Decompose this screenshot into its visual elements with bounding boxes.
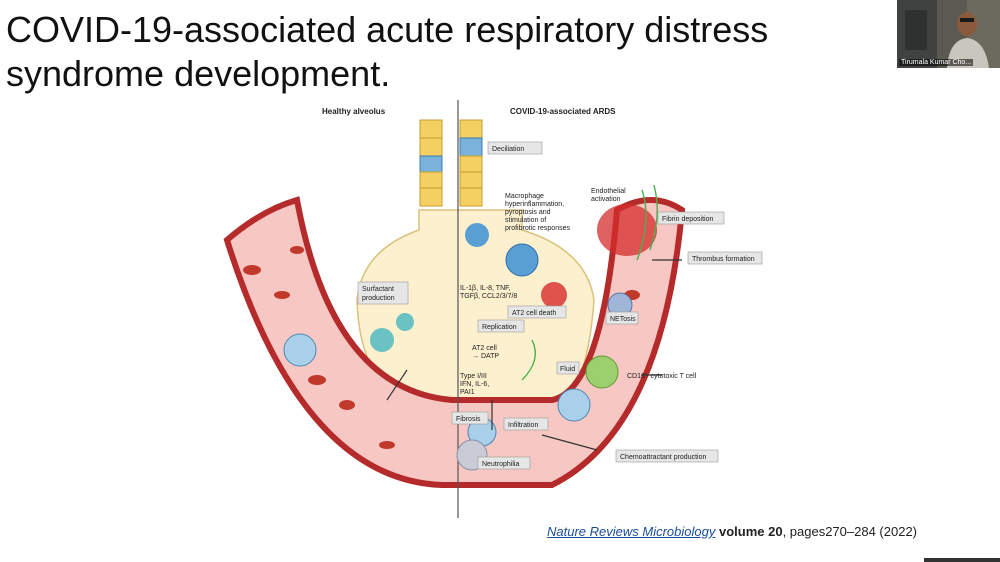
red-blood-cells [243, 246, 640, 449]
label-macrophage-2: hyperinflammation, [505, 201, 564, 208]
slide-title: COVID-19-associated acute respiratory di… [6, 8, 768, 96]
label-typeifn-1: Type I/III [460, 373, 487, 380]
label-netosis: NETosis [610, 316, 636, 323]
ards-diagram: Healthy alveolus COVID-19-associated ARD… [222, 100, 770, 518]
slide-title-line-2: syndrome development. [6, 53, 391, 94]
citation: Nature Reviews Microbiology volume 20, p… [547, 524, 917, 539]
label-endothelial-1: Endothelial [591, 188, 626, 195]
thrombus [597, 204, 657, 256]
label-at2-cell-1: AT2 cell [472, 345, 497, 352]
label-macrophage-4: stimulation of [505, 217, 546, 224]
label-macrophage-3: pyroptosis and [505, 209, 551, 216]
label-deciliation: Deciliation [492, 146, 524, 153]
label-infiltration: Infiltration [508, 422, 538, 429]
journal-link[interactable]: Nature Reviews Microbiology [547, 524, 716, 539]
label-surfactant-2: production [362, 295, 395, 302]
label-fibrin: Fibrin deposition [662, 216, 713, 223]
label-surfactant-1: Surfactant [362, 286, 394, 293]
ards-diagram-svg: Healthy alveolus COVID-19-associated ARD… [223, 100, 763, 518]
label-healthy-title: Healthy alveolus [322, 107, 386, 116]
label-at2-death: AT2 cell death [512, 310, 556, 317]
label-ards-title: COVID-19-associated ARDS [510, 107, 616, 116]
label-at2-cell-2: → DATP [472, 353, 499, 360]
participant-video-tile[interactable]: Tirumala Kumar Cho... [897, 0, 1000, 68]
label-macrophage-5: profibrotic responses [505, 225, 570, 232]
label-endothelial-2: activation [591, 196, 621, 203]
label-cd16: CD16⁺ cytotoxic T cell [627, 373, 697, 380]
label-cytokines-2: TGFβ, CCL2/3/7/8 [460, 293, 517, 300]
fibrin-strands [521, 184, 658, 381]
slide-title-line-1: COVID-19-associated acute respiratory di… [6, 9, 769, 50]
label-fibrosis: Fibrosis [456, 416, 481, 423]
corner-bar [924, 558, 1000, 562]
label-cytokines-1: IL-1β, IL-8, TNF, [460, 285, 511, 292]
label-boxes [357, 141, 763, 470]
label-typeifn-3: PAI1 [460, 389, 475, 396]
citation-volume: volume 20 [718, 524, 783, 539]
airway-epithelium [419, 119, 483, 207]
participant-video-frame [897, 0, 1000, 68]
label-typeifn-2: IFN, IL-6, [460, 381, 489, 388]
label-neutrophilia: Neutrophilia [482, 461, 519, 468]
label-replication: Replication [482, 324, 517, 331]
arrows [386, 259, 682, 451]
participant-name: Tirumala Kumar Cho... [899, 59, 974, 66]
label-fluid: Fluid [560, 366, 575, 373]
label-macrophage-1: Macrophage [505, 193, 544, 200]
label-thrombus: Thrombus formation [692, 256, 755, 263]
citation-pages: , pages270–284 (2022) [782, 524, 918, 539]
label-chemo: Chemoattractant production [620, 454, 706, 461]
